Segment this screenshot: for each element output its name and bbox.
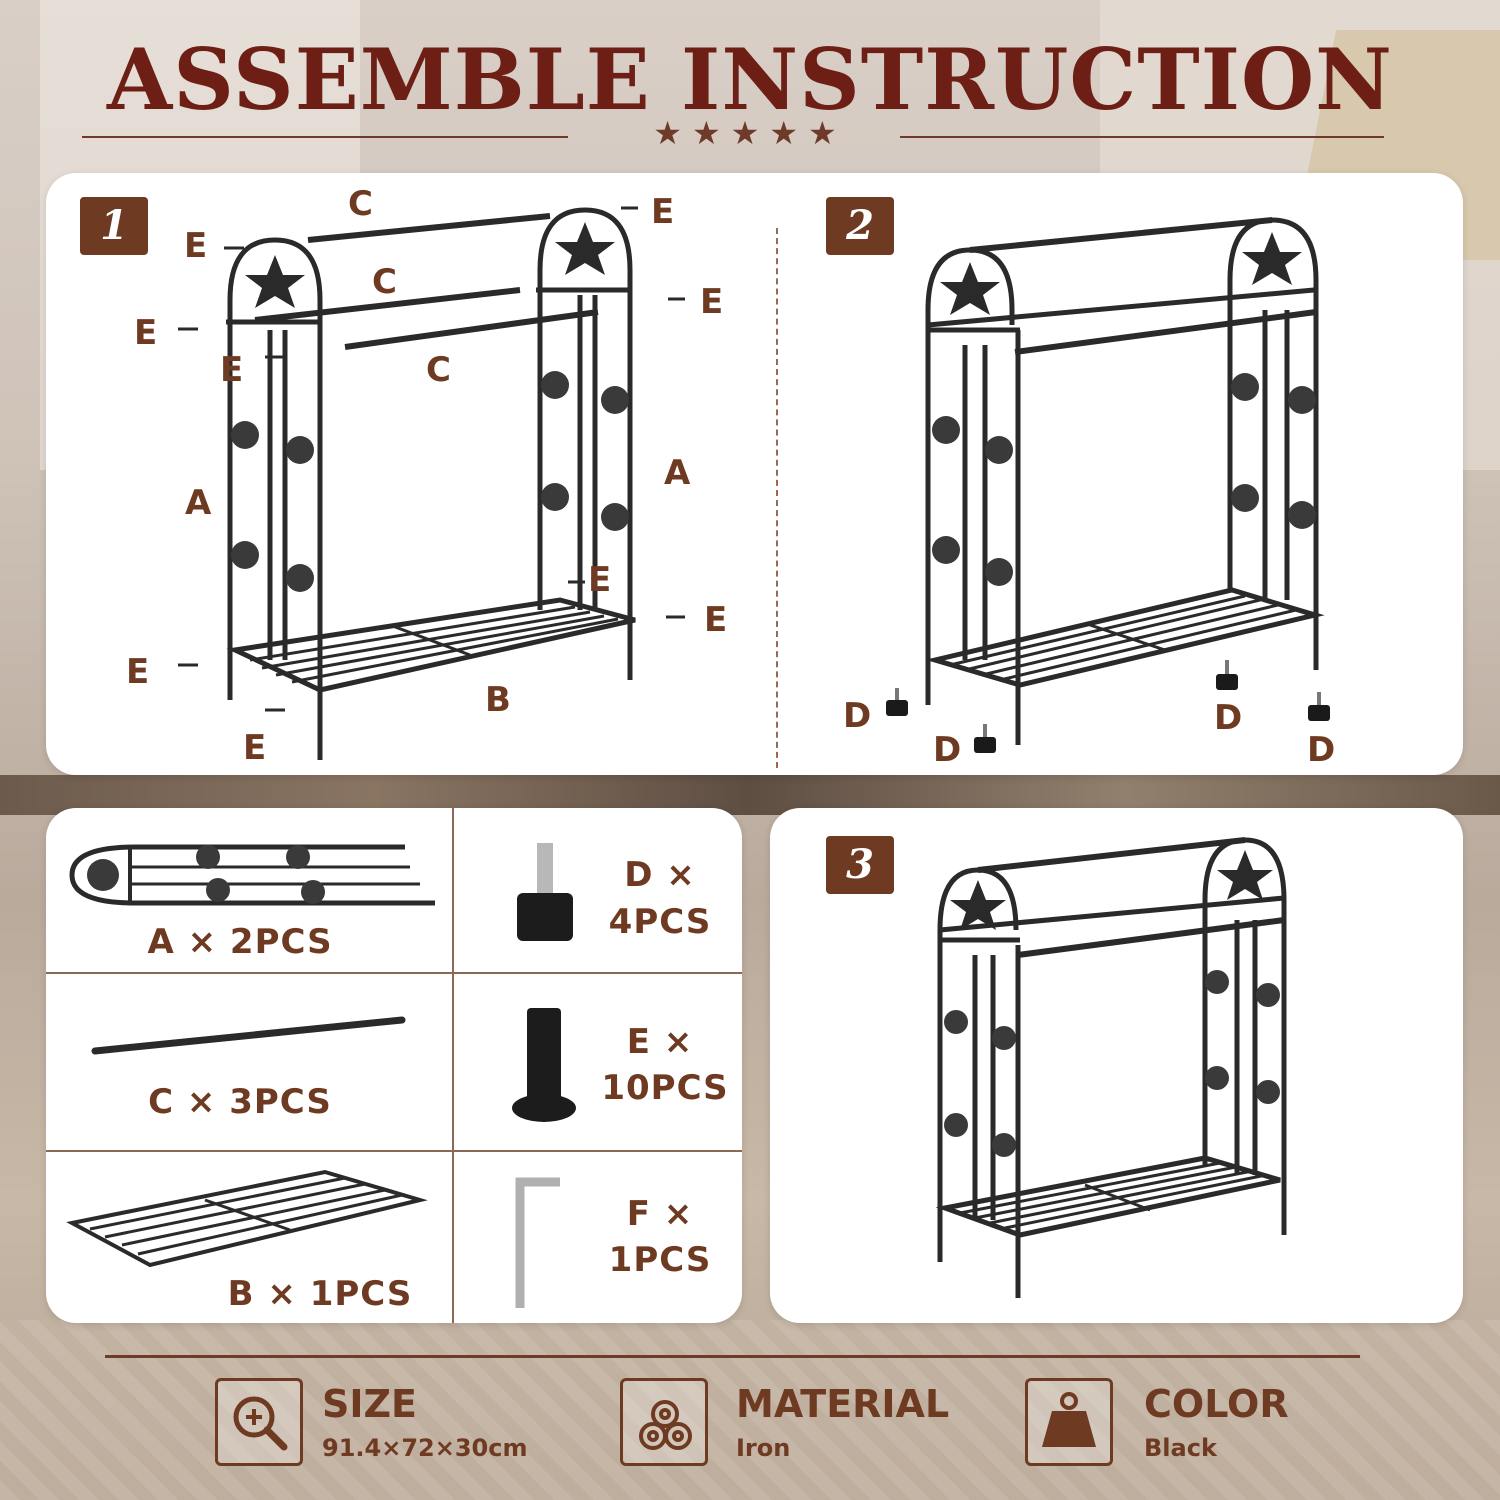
part-f-label-qty: 1PCS — [608, 1240, 712, 1280]
part-d-label-qty: 4PCS — [608, 902, 712, 942]
part-c-illustration — [91, 1016, 406, 1055]
part-f-illustration — [515, 1177, 560, 1308]
color-title: COLOR — [1144, 1382, 1289, 1426]
label-c-low: C — [426, 350, 451, 390]
label-e-6: E — [588, 560, 612, 600]
parts-grid-hline-1 — [46, 972, 742, 974]
material-value: Iron — [736, 1434, 791, 1462]
parts-grid-vline — [452, 808, 454, 1323]
title-rule-right — [900, 136, 1384, 138]
label-e-5: E — [220, 350, 244, 390]
part-e-label-count: E × — [626, 1022, 694, 1062]
part-c-label: C × 3PCS — [148, 1082, 332, 1122]
part-e-illustration — [512, 1008, 576, 1122]
part-a-label: A × 2PCS — [147, 922, 333, 962]
title-rule-left — [82, 136, 568, 138]
label-e-7: E — [126, 652, 150, 692]
material-icon-box — [620, 1378, 708, 1466]
label-e-3: E — [134, 313, 158, 353]
part-b-illustration — [66, 1169, 428, 1268]
label-d-3: D — [1214, 698, 1243, 738]
material-title: MATERIAL — [736, 1382, 950, 1426]
part-d-label-count: D × — [624, 855, 696, 895]
label-a-right: A — [664, 453, 691, 493]
color-icon-box — [1025, 1378, 1113, 1466]
label-e-2: E — [651, 192, 675, 232]
size-icon-box — [215, 1378, 303, 1466]
part-b-label: B × 1PCS — [227, 1274, 413, 1314]
step-3-badge: 3 — [826, 836, 894, 894]
weight-icon — [1042, 1392, 1096, 1447]
parts-grid-hline-2 — [46, 1150, 742, 1152]
label-d-2: D — [933, 730, 962, 770]
size-value: 91.4×72×30cm — [322, 1434, 528, 1462]
label-a-left: A — [185, 483, 212, 523]
label-e-8: E — [704, 600, 728, 640]
page-title: ASSEMBLE INSTRUCTION — [107, 30, 1393, 129]
label-d-4: D — [1307, 730, 1336, 770]
size-title: SIZE — [322, 1382, 418, 1426]
label-c-top: C — [348, 184, 373, 224]
label-e-9: E — [243, 728, 267, 768]
rating-stars: ★★★★★ — [653, 114, 847, 152]
label-c-mid: C — [372, 262, 397, 302]
background-rug — [0, 1320, 1500, 1500]
label-b: B — [485, 680, 511, 720]
label-e-1: E — [184, 226, 208, 266]
label-d-1: D — [843, 696, 872, 736]
color-value: Black — [1144, 1434, 1217, 1462]
part-d-illustration — [517, 843, 573, 941]
specs-rule — [105, 1355, 1360, 1358]
step-divider — [776, 228, 778, 768]
part-f-label-count: F × — [626, 1194, 694, 1234]
step-1-badge: 1 — [80, 197, 148, 255]
part-a-illustration — [69, 844, 435, 906]
logs-icon — [639, 1400, 692, 1450]
label-e-4: E — [700, 282, 724, 322]
part-e-label-qty: 10PCS — [601, 1068, 729, 1108]
step-2-badge: 2 — [826, 197, 894, 255]
zoom-in-icon — [233, 1396, 288, 1451]
